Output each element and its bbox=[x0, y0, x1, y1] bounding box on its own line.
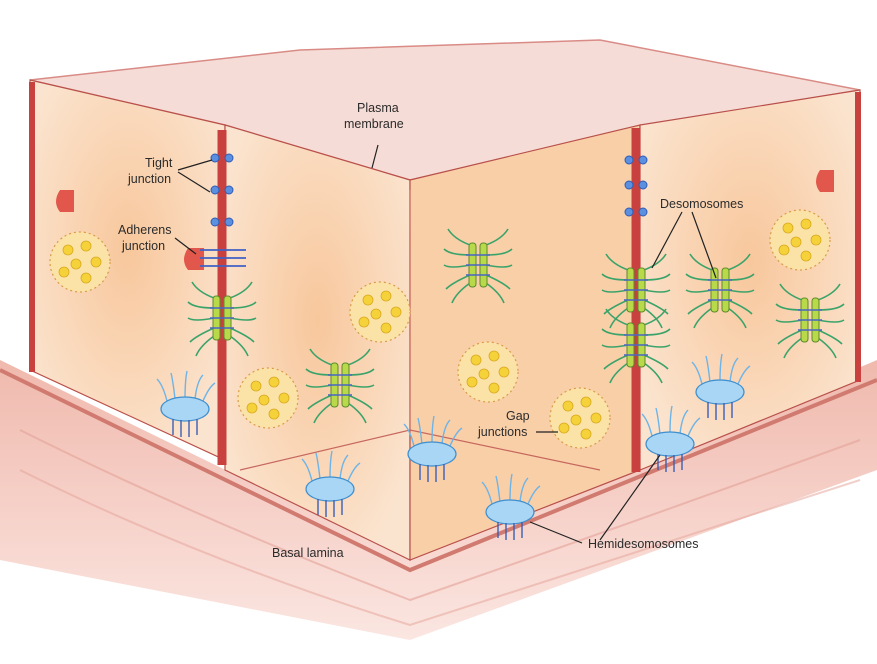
gap-junction bbox=[770, 210, 830, 270]
label-tight-junction-1: Tight bbox=[145, 156, 173, 170]
label-plasma-membrane-1: Plasma bbox=[357, 101, 399, 115]
label-basal-lamina: Basal lamina bbox=[272, 546, 344, 560]
label-plasma-membrane-2: membrane bbox=[344, 117, 404, 131]
label-adherens-junction-1: Adherens bbox=[118, 223, 172, 237]
label-gap-junctions-1: Gap bbox=[506, 409, 530, 423]
label-tight-junction-2: junction bbox=[127, 172, 171, 186]
gap-junction bbox=[50, 232, 110, 292]
label-adherens-junction-2: junction bbox=[121, 239, 165, 253]
label-desmosomes: Desomosomes bbox=[660, 197, 743, 211]
gap-junction bbox=[238, 368, 298, 428]
gap-junction bbox=[550, 388, 610, 448]
label-hemidesmosomes: Hemidesomosomes bbox=[588, 537, 698, 551]
gap-junction bbox=[458, 342, 518, 402]
gap-junction bbox=[350, 282, 410, 342]
label-gap-junctions-2: junctions bbox=[477, 425, 527, 439]
